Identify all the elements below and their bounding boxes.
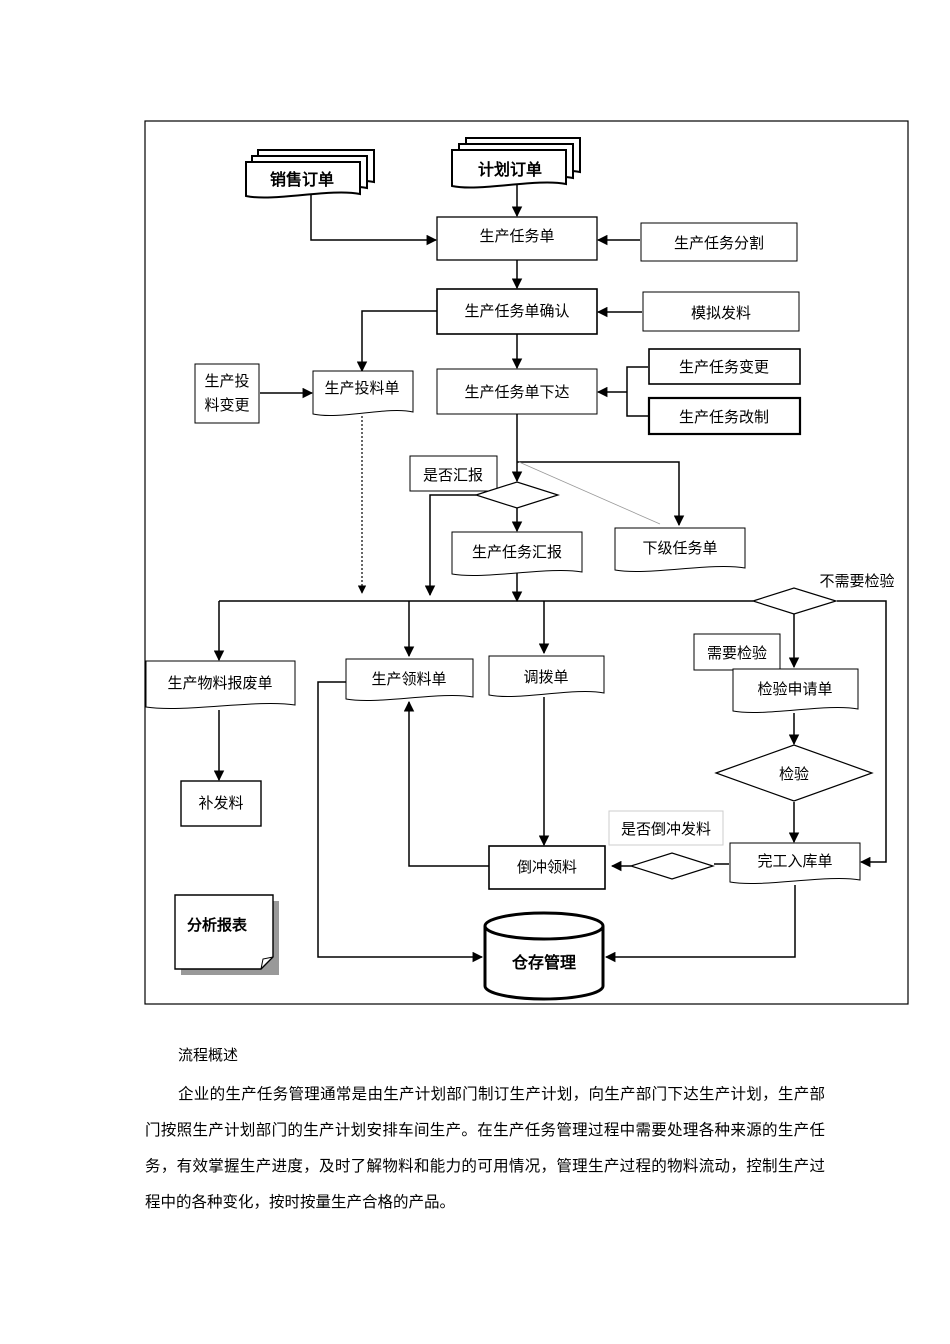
completion-stock-node: 完工入库单 (729, 842, 861, 885)
simulate-issue-node: 模拟发料 (642, 291, 800, 332)
sub-task-label: 下级任务单 (642, 539, 717, 557)
task-report-node: 生产任务汇报 (451, 531, 583, 577)
section-title: 流程概述 (178, 1046, 239, 1064)
connector-decision-to-bus (424, 494, 476, 597)
inspection-request-node: 检验申请单 (732, 668, 859, 714)
task-confirm-label: 生产任务单确认 (464, 302, 569, 320)
task-modify-node: 生产任务改制 (647, 396, 802, 436)
inspection-label: 检验 (779, 765, 809, 783)
replenish-label: 补发料 (198, 794, 243, 812)
analysis-report-node: 分析报表 (174, 894, 279, 975)
requisition-node: 生产领料单 (345, 658, 474, 702)
task-modify-label: 生产任务改制 (679, 408, 769, 426)
inventory-label: 仓存管理 (511, 953, 576, 972)
sales-order-node: 销售订单 (245, 149, 375, 199)
task-release-node: 生产任务单下达 (436, 368, 598, 415)
task-change-label: 生产任务变更 (679, 358, 769, 376)
feed-order-label: 生产投料单 (324, 379, 399, 397)
task-report-label: 生产任务汇报 (472, 543, 562, 561)
simulate-issue-label: 模拟发料 (691, 304, 751, 322)
task-split-label: 生产任务分割 (674, 234, 764, 252)
feed-change-label-line2: 料变更 (204, 396, 249, 414)
need-inspection-label-box: 需要检验 (693, 633, 781, 671)
feed-change-node: 生产投 料变更 (194, 363, 260, 424)
connector-requisition-to-inventory (317, 681, 484, 963)
backflush-decision-diamond (629, 852, 715, 880)
connectors (213, 185, 887, 963)
connector-backflush-to-requisition (403, 700, 489, 867)
task-change-node: 生产任务变更 (648, 348, 801, 385)
scrap-order-node: 生产物料报废单 (145, 660, 296, 709)
connector-confirm-to-feed (356, 310, 437, 373)
report-question-label: 是否汇报 (423, 466, 483, 484)
report-decision-diamond (474, 481, 560, 509)
sales-order-label: 销售订单 (270, 170, 334, 189)
task-release-label: 生产任务单下达 (464, 383, 569, 401)
plan-order-node: 计划订单 (451, 137, 581, 189)
transfer-label: 调拨单 (523, 668, 568, 686)
task-split-node: 生产任务分割 (640, 222, 798, 262)
requisition-label: 生产领料单 (371, 670, 446, 688)
overview-paragraph: 企业的生产任务管理通常是由生产计划部门制订生产计划，向生产部门下达生产计划，生产… (145, 1085, 825, 1211)
backflush-question-label: 是否倒冲发料 (621, 820, 711, 838)
completion-stock-label: 完工入库单 (757, 852, 832, 870)
connector-to-subtask (517, 461, 685, 527)
task-order-label: 生产任务单 (479, 227, 554, 245)
inspection-request-label: 检验申请单 (757, 680, 832, 698)
transfer-node: 调拨单 (488, 655, 605, 698)
inventory-node: 仓存管理 (483, 911, 605, 1001)
feed-change-label-line1: 生产投 (204, 372, 249, 390)
need-inspection-label: 需要检验 (707, 644, 767, 662)
connector-thin-diagonal (518, 461, 661, 525)
backflush-node: 倒冲领料 (488, 845, 606, 890)
flowchart-frame (144, 120, 909, 1005)
replenish-node: 补发料 (180, 780, 262, 827)
connector-change-to-release (598, 366, 648, 417)
connector-completion-to-inventory (604, 885, 796, 963)
task-confirm-node: 生产任务单确认 (436, 288, 598, 335)
inspection-node: 检验 (714, 744, 874, 802)
feed-order-node: 生产投料单 (312, 370, 414, 417)
task-order-node: 生产任务单 (436, 216, 598, 261)
no-inspection-label: 不需要检验 (819, 572, 894, 590)
sub-task-node: 下级任务单 (614, 527, 746, 573)
connector-no-inspect (837, 600, 887, 868)
plan-order-label: 计划订单 (478, 160, 542, 179)
report-question-label-box: 是否汇报 (409, 455, 498, 492)
backflush-question-label-box: 是否倒冲发料 (608, 810, 724, 846)
scrap-order-label: 生产物料报废单 (167, 674, 272, 692)
connector-sales-to-task (310, 192, 438, 246)
inspection-decision-diamond (751, 587, 839, 615)
analysis-report-label: 分析报表 (187, 916, 248, 934)
backflush-label: 倒冲领料 (517, 858, 577, 876)
